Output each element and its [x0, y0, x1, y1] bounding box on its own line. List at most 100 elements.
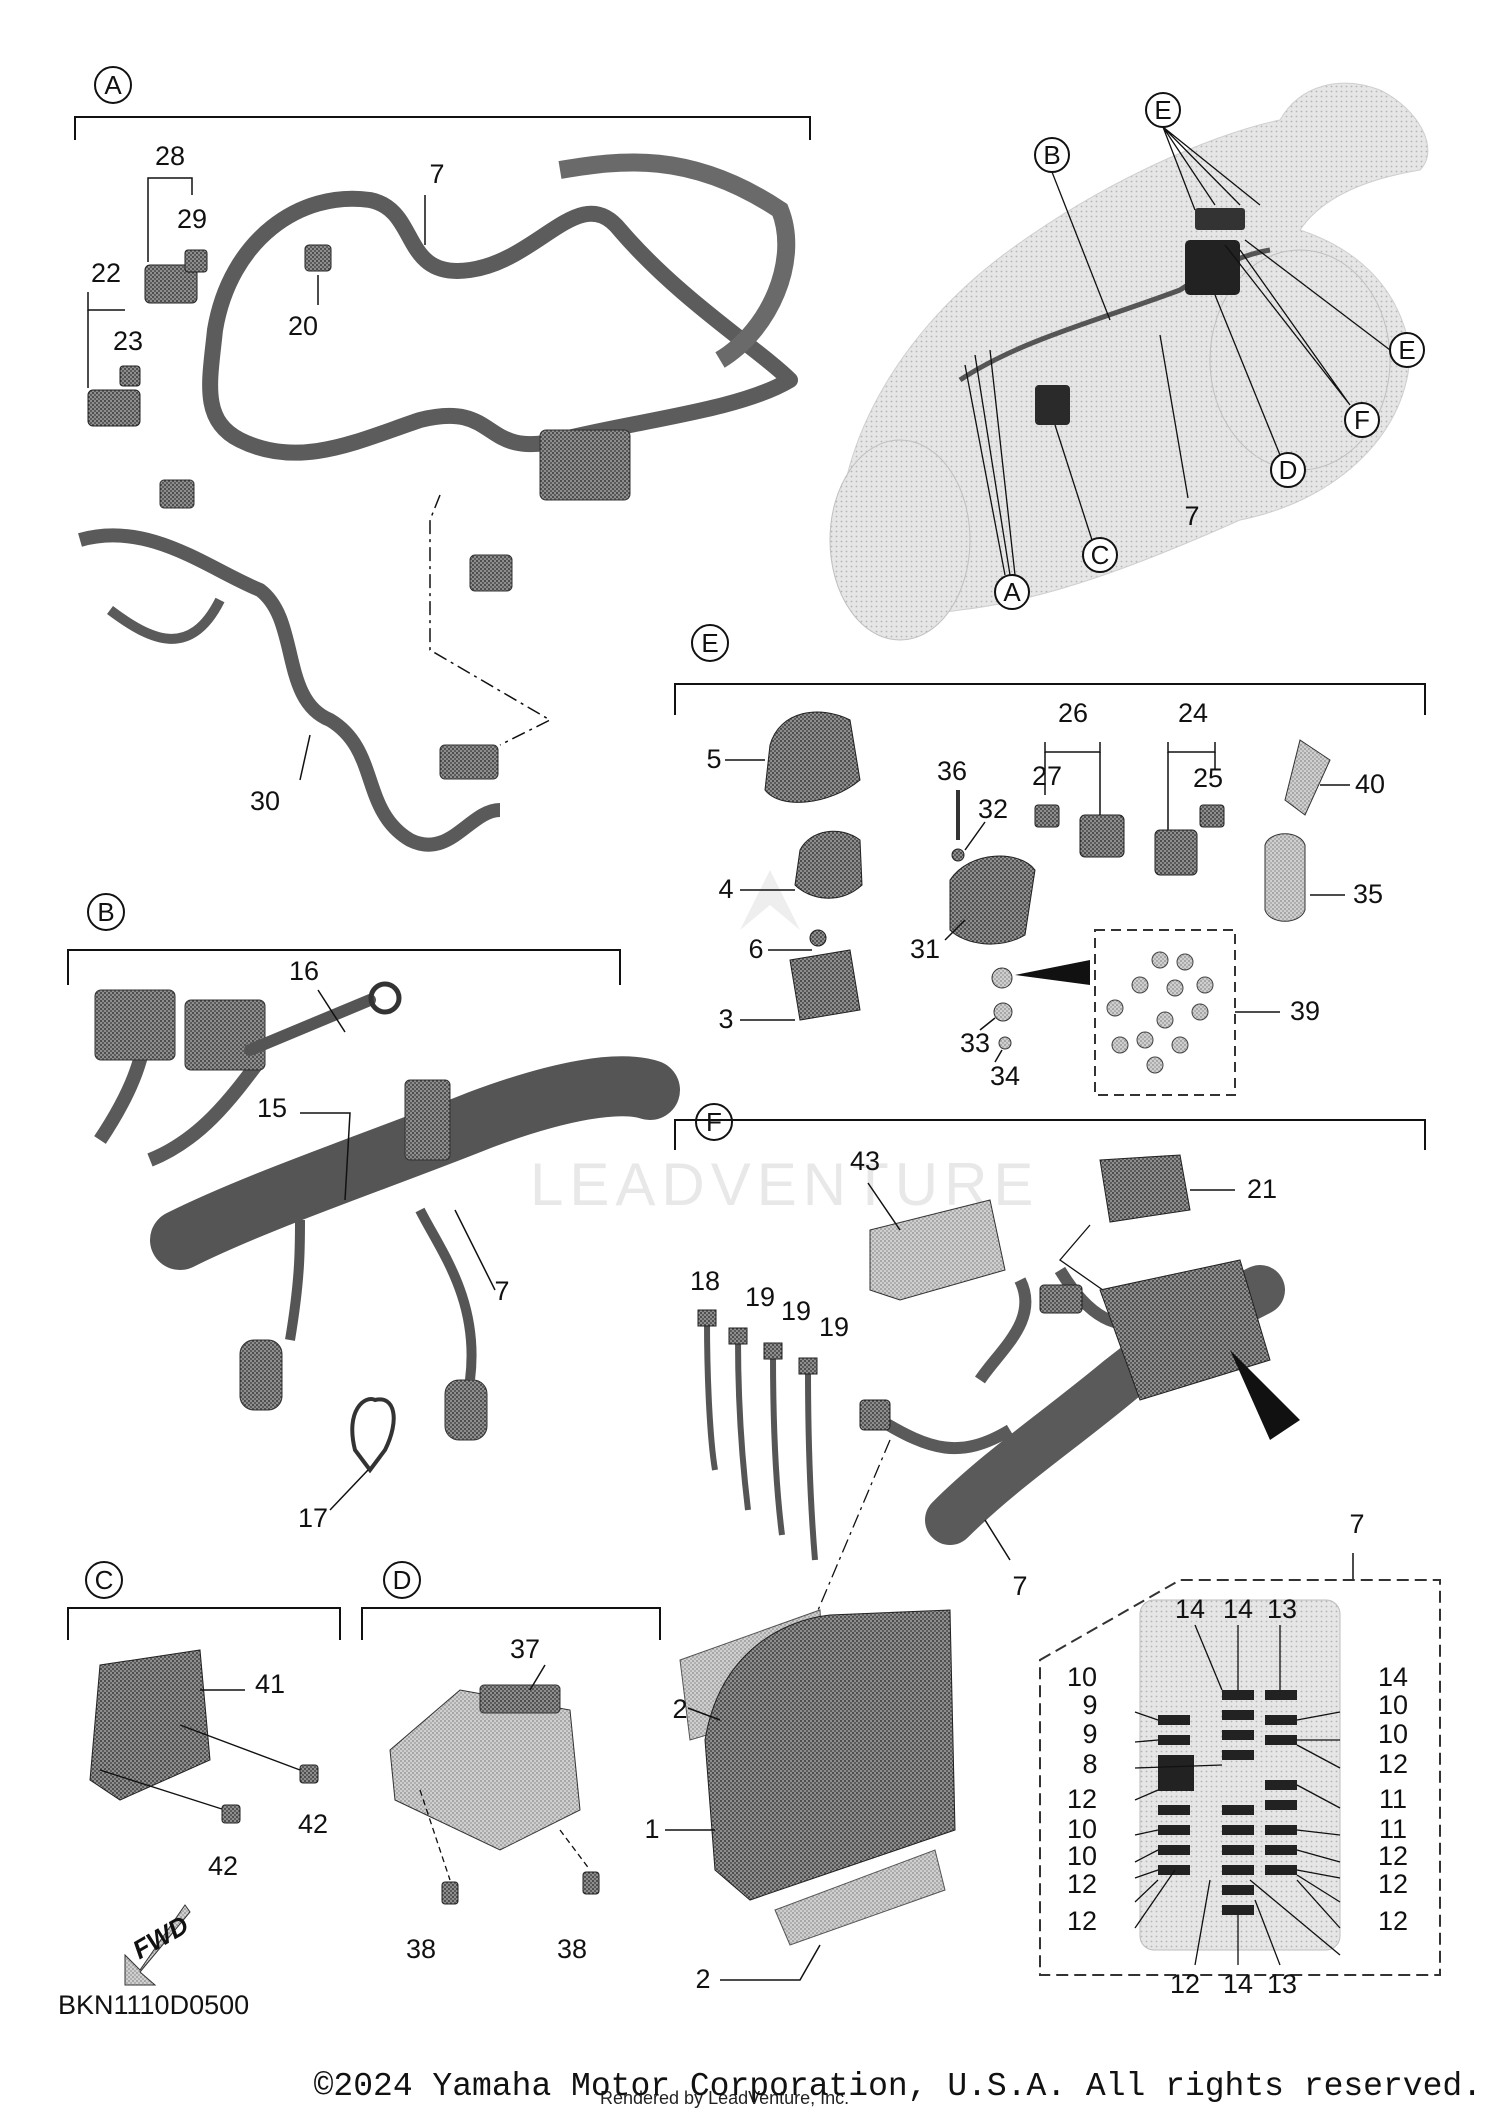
fusebox-callout-12h: 12 [1170, 1969, 1200, 1999]
leader-24-down [1167, 752, 1216, 830]
overview-part-d [1185, 240, 1240, 295]
clip-20 [304, 244, 332, 272]
callout-40: 35 [1353, 879, 1383, 909]
fusebox-callout-13b: 13 [1267, 1969, 1297, 1999]
fusebox-callout-12c: 12 [1067, 1906, 1097, 1936]
harness-b-trunk [150, 1056, 680, 1270]
overview-letter-e-right: E [1398, 335, 1415, 365]
callout-7b: 7 [494, 1276, 509, 1306]
sub-harness-30-connector [159, 479, 195, 509]
harness-f-coupler [1039, 1284, 1083, 1314]
callout-17: 17 [298, 1503, 328, 1533]
harness-b-plug-left [239, 1339, 283, 1411]
socket-40 [1264, 833, 1306, 922]
section-a-marker [94, 66, 132, 104]
washer-32 [951, 848, 965, 862]
callout-33: 33 [960, 1028, 990, 1058]
relay-21 [1099, 1154, 1191, 1223]
callout-19c: 19 [819, 1312, 849, 1342]
fwd-arrow-icon [124, 1904, 191, 1986]
section-b-letter: B [97, 897, 114, 927]
callout-15: 15 [257, 1093, 287, 1123]
callout-43: 43 [850, 1146, 880, 1176]
overview-letter-a: A [1003, 577, 1021, 607]
connector-22 [87, 389, 141, 427]
callout-21: 21 [1247, 1174, 1277, 1204]
fuse-slots [1158, 1690, 1297, 1915]
overview-letter-e-top: E [1154, 95, 1171, 125]
callout-36: 36 [937, 756, 967, 786]
overview-leader-c [1054, 424, 1093, 541]
fuse-box-pointer [1230, 1350, 1300, 1440]
leader-15 [300, 1112, 351, 1201]
callout-39: 40 [1355, 769, 1385, 799]
fusebox-callout-10d: 10 [1378, 1690, 1408, 1720]
harness-connector-block [539, 429, 631, 501]
leader-24 [1167, 742, 1216, 753]
overview-marker-a [994, 574, 1030, 610]
leader-21-fit [1059, 1224, 1111, 1296]
callout-1: 1 [644, 1814, 659, 1844]
bolt-42-left [221, 1804, 241, 1824]
callout-23: 23 [113, 326, 143, 356]
sub-harness-30 [78, 528, 501, 852]
diagram-code: BKN1110D0500 [58, 1990, 250, 2020]
leader-2a [687, 1707, 721, 1721]
callout-41: 41 [255, 1669, 285, 1699]
callout-2a: 2 [672, 1694, 687, 1724]
harness-f-lead-connector [859, 1399, 891, 1431]
front-wheel [829, 439, 971, 641]
bolt-38-left [441, 1881, 459, 1905]
cable-ties [704, 1319, 818, 1561]
fusebox-callout-12g: 12 [1378, 1906, 1408, 1936]
fusebox-callout-9b: 9 [1082, 1719, 1097, 1749]
coupler-26 [1079, 814, 1125, 858]
section-a-letter: A [104, 70, 122, 100]
cable-tie-19a [735, 1339, 751, 1511]
leader-26 [1044, 742, 1101, 753]
fusebox-callout-10e: 10 [1378, 1719, 1408, 1749]
bolt-42-right [299, 1764, 319, 1784]
starter-relay-3 [789, 949, 861, 1021]
clamp-17 [350, 1397, 396, 1474]
leader-7f [984, 1519, 1011, 1561]
callout-29: 29 [177, 204, 207, 234]
fusebox-callout-11b: 11 [1379, 1814, 1407, 1844]
callout-42b: 42 [208, 1851, 238, 1881]
cover-43 [869, 1199, 1006, 1301]
overview-marker-d [1270, 452, 1306, 488]
leader-7b [454, 1209, 496, 1291]
callout-32: 32 [978, 794, 1008, 824]
harness-b-plug-right [444, 1379, 488, 1441]
harness-b-leads [285, 1207, 477, 1381]
section-d-bracket [361, 1607, 661, 1640]
fuse-34 [998, 1036, 1012, 1050]
terminal-23 [119, 365, 141, 387]
callout-20: 20 [288, 311, 318, 341]
callout-28: 28 [155, 141, 185, 171]
section-f-letter: F [706, 1107, 722, 1137]
fuse-holder [991, 967, 1013, 989]
callout-24: 24 [1178, 698, 1208, 728]
bracket-31 [949, 855, 1036, 945]
leader-28 [147, 177, 193, 195]
callout-22: 22 [91, 258, 121, 288]
flame-logo-icon [740, 870, 800, 930]
overview-part-c [1035, 385, 1070, 425]
sub-harness-30-plug [439, 744, 499, 780]
cover-4 [794, 830, 863, 899]
section-a-link-line [429, 494, 552, 746]
callout-31: 31 [910, 934, 940, 964]
section-f-marker [695, 1103, 733, 1141]
callout-7-box: 7 [1349, 1509, 1364, 1539]
callout-7-overview: 7 [1184, 501, 1199, 531]
leader-37 [529, 1664, 546, 1691]
fusebox-callout-14d: 14 [1223, 1969, 1253, 1999]
fusebox-callout-14c: 14 [1378, 1662, 1408, 1692]
callout-19b: 19 [781, 1296, 811, 1326]
main-harness-a-shape [202, 190, 798, 461]
callout-7f: 7 [1012, 1571, 1027, 1601]
overview-leader-d [1214, 294, 1281, 456]
section-d: D 37 38 38 [361, 1561, 661, 1964]
watermark: LEADVENTURE [530, 870, 1033, 1218]
